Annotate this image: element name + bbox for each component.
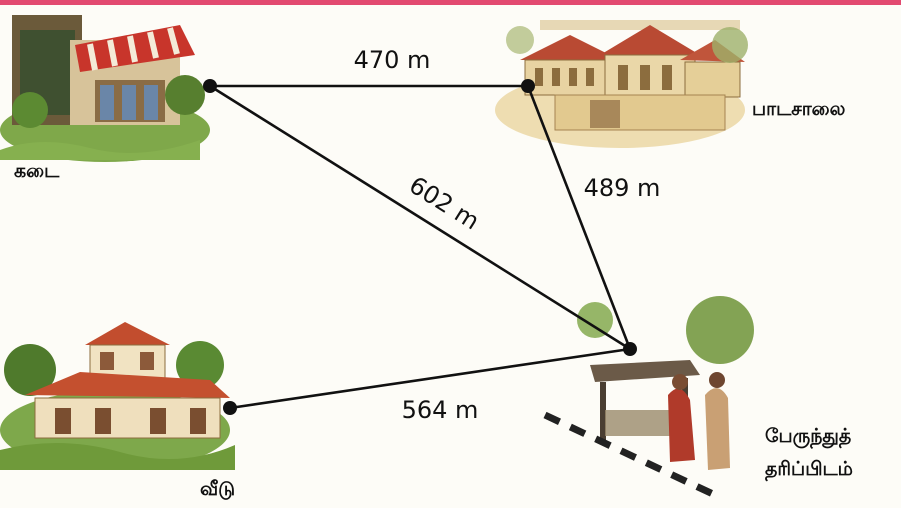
top-accent-strip bbox=[0, 0, 901, 5]
line-shop-busstop bbox=[209, 84, 631, 351]
distance-school-busstop: 489 m bbox=[584, 174, 661, 202]
line-house-busstop bbox=[229, 347, 631, 410]
label-school: பாடசாலை bbox=[752, 98, 846, 120]
label-shop: கடை bbox=[14, 160, 60, 182]
line-school-busstop bbox=[526, 85, 632, 350]
bus-stop-illustration bbox=[543, 296, 754, 499]
label-bus-stop-line1: பேருந்துத் bbox=[765, 425, 852, 447]
label-house: வீடு bbox=[200, 478, 236, 500]
node-school bbox=[521, 79, 535, 93]
shop-illustration bbox=[0, 15, 210, 162]
node-house bbox=[223, 401, 237, 415]
house-illustration bbox=[0, 322, 235, 470]
distance-shop-school: 470 m bbox=[354, 46, 431, 74]
label-bus-stop-line2: தரிப்பிடம் bbox=[765, 458, 853, 480]
distance-house-busstop: 564 m bbox=[402, 396, 479, 424]
node-bus-stop bbox=[623, 342, 637, 356]
distance-shop-busstop: 602 m bbox=[404, 171, 484, 235]
node-shop bbox=[203, 79, 217, 93]
school-illustration bbox=[495, 20, 748, 148]
